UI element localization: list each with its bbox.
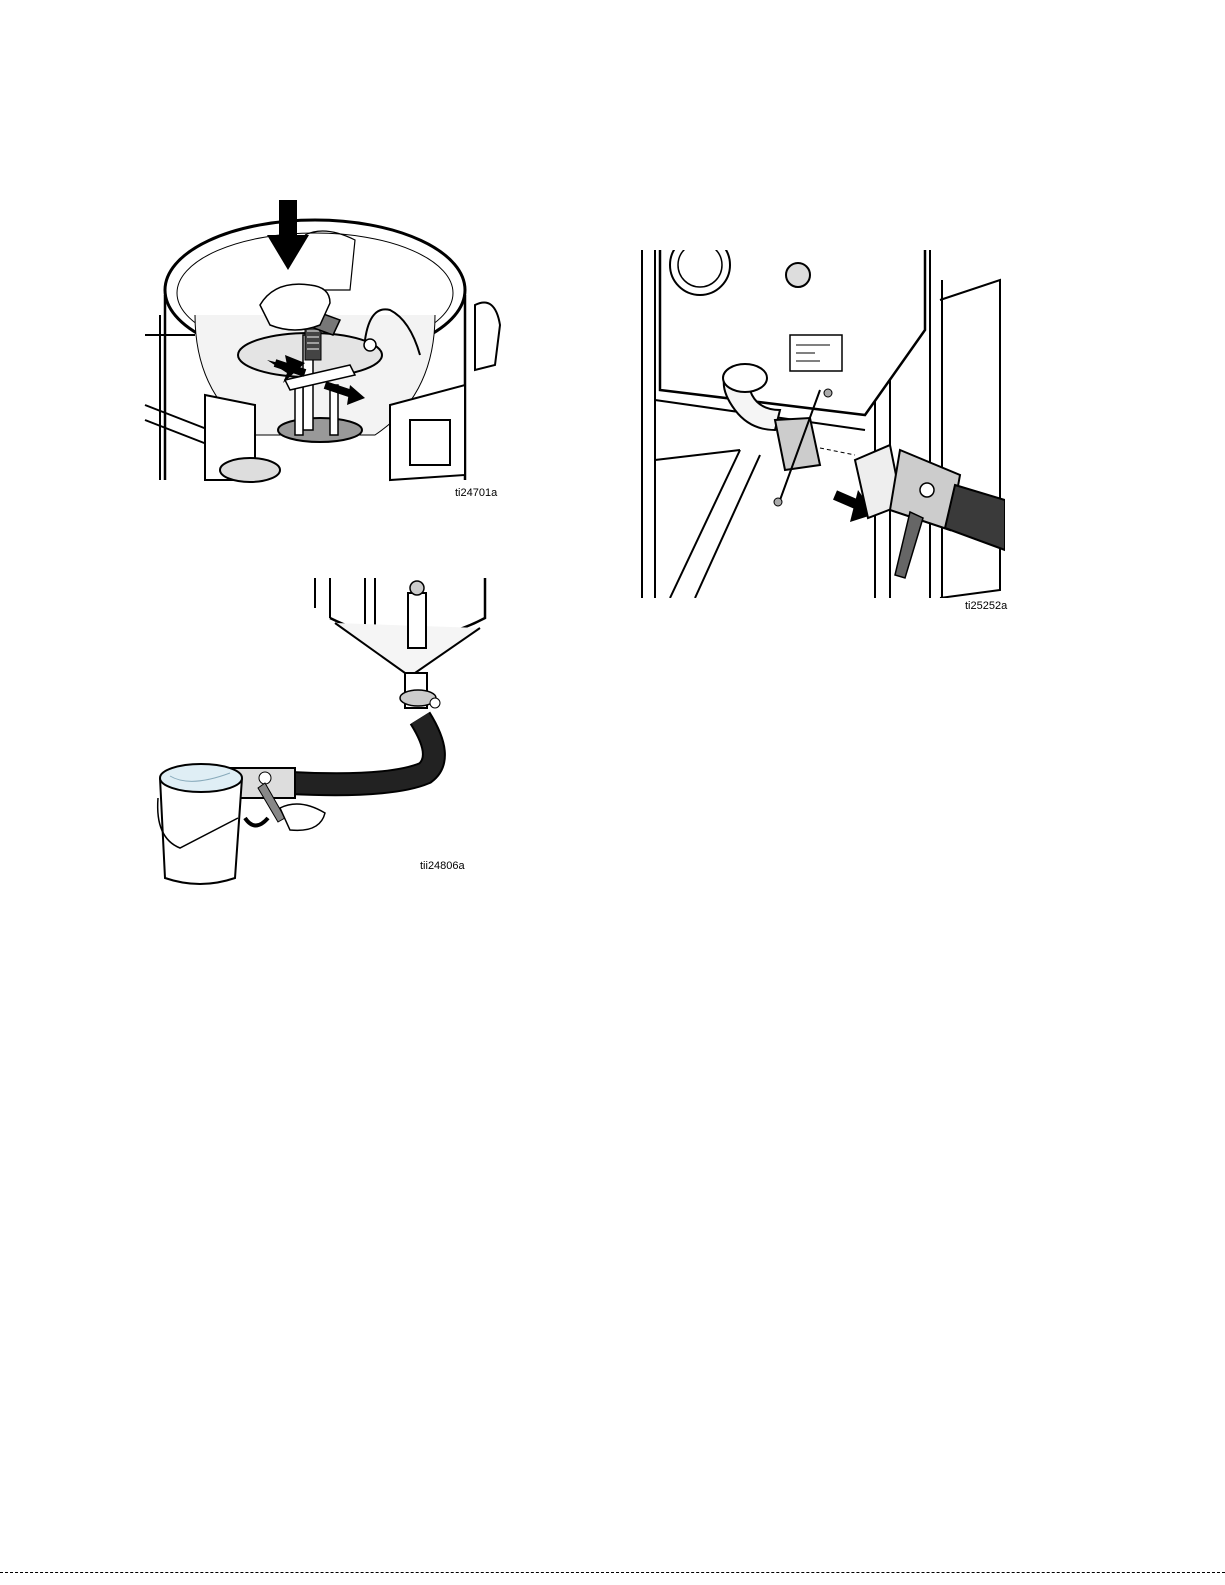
figure-outlet-valve bbox=[640, 250, 1005, 598]
outlet-valve-illustration bbox=[640, 250, 1005, 598]
figure-drain-bucket bbox=[150, 578, 490, 888]
figure-caption: tii24806a bbox=[420, 860, 465, 872]
page-bottom-rule bbox=[0, 1572, 1225, 1573]
rotate-arrow-icon bbox=[245, 818, 268, 826]
figure-caption: ti24701a bbox=[455, 487, 497, 499]
figure-caption: ti25252a bbox=[965, 600, 1007, 612]
figure-tank-top bbox=[135, 195, 505, 485]
tank-top-illustration bbox=[135, 195, 505, 485]
drain-bucket-illustration bbox=[150, 578, 490, 888]
